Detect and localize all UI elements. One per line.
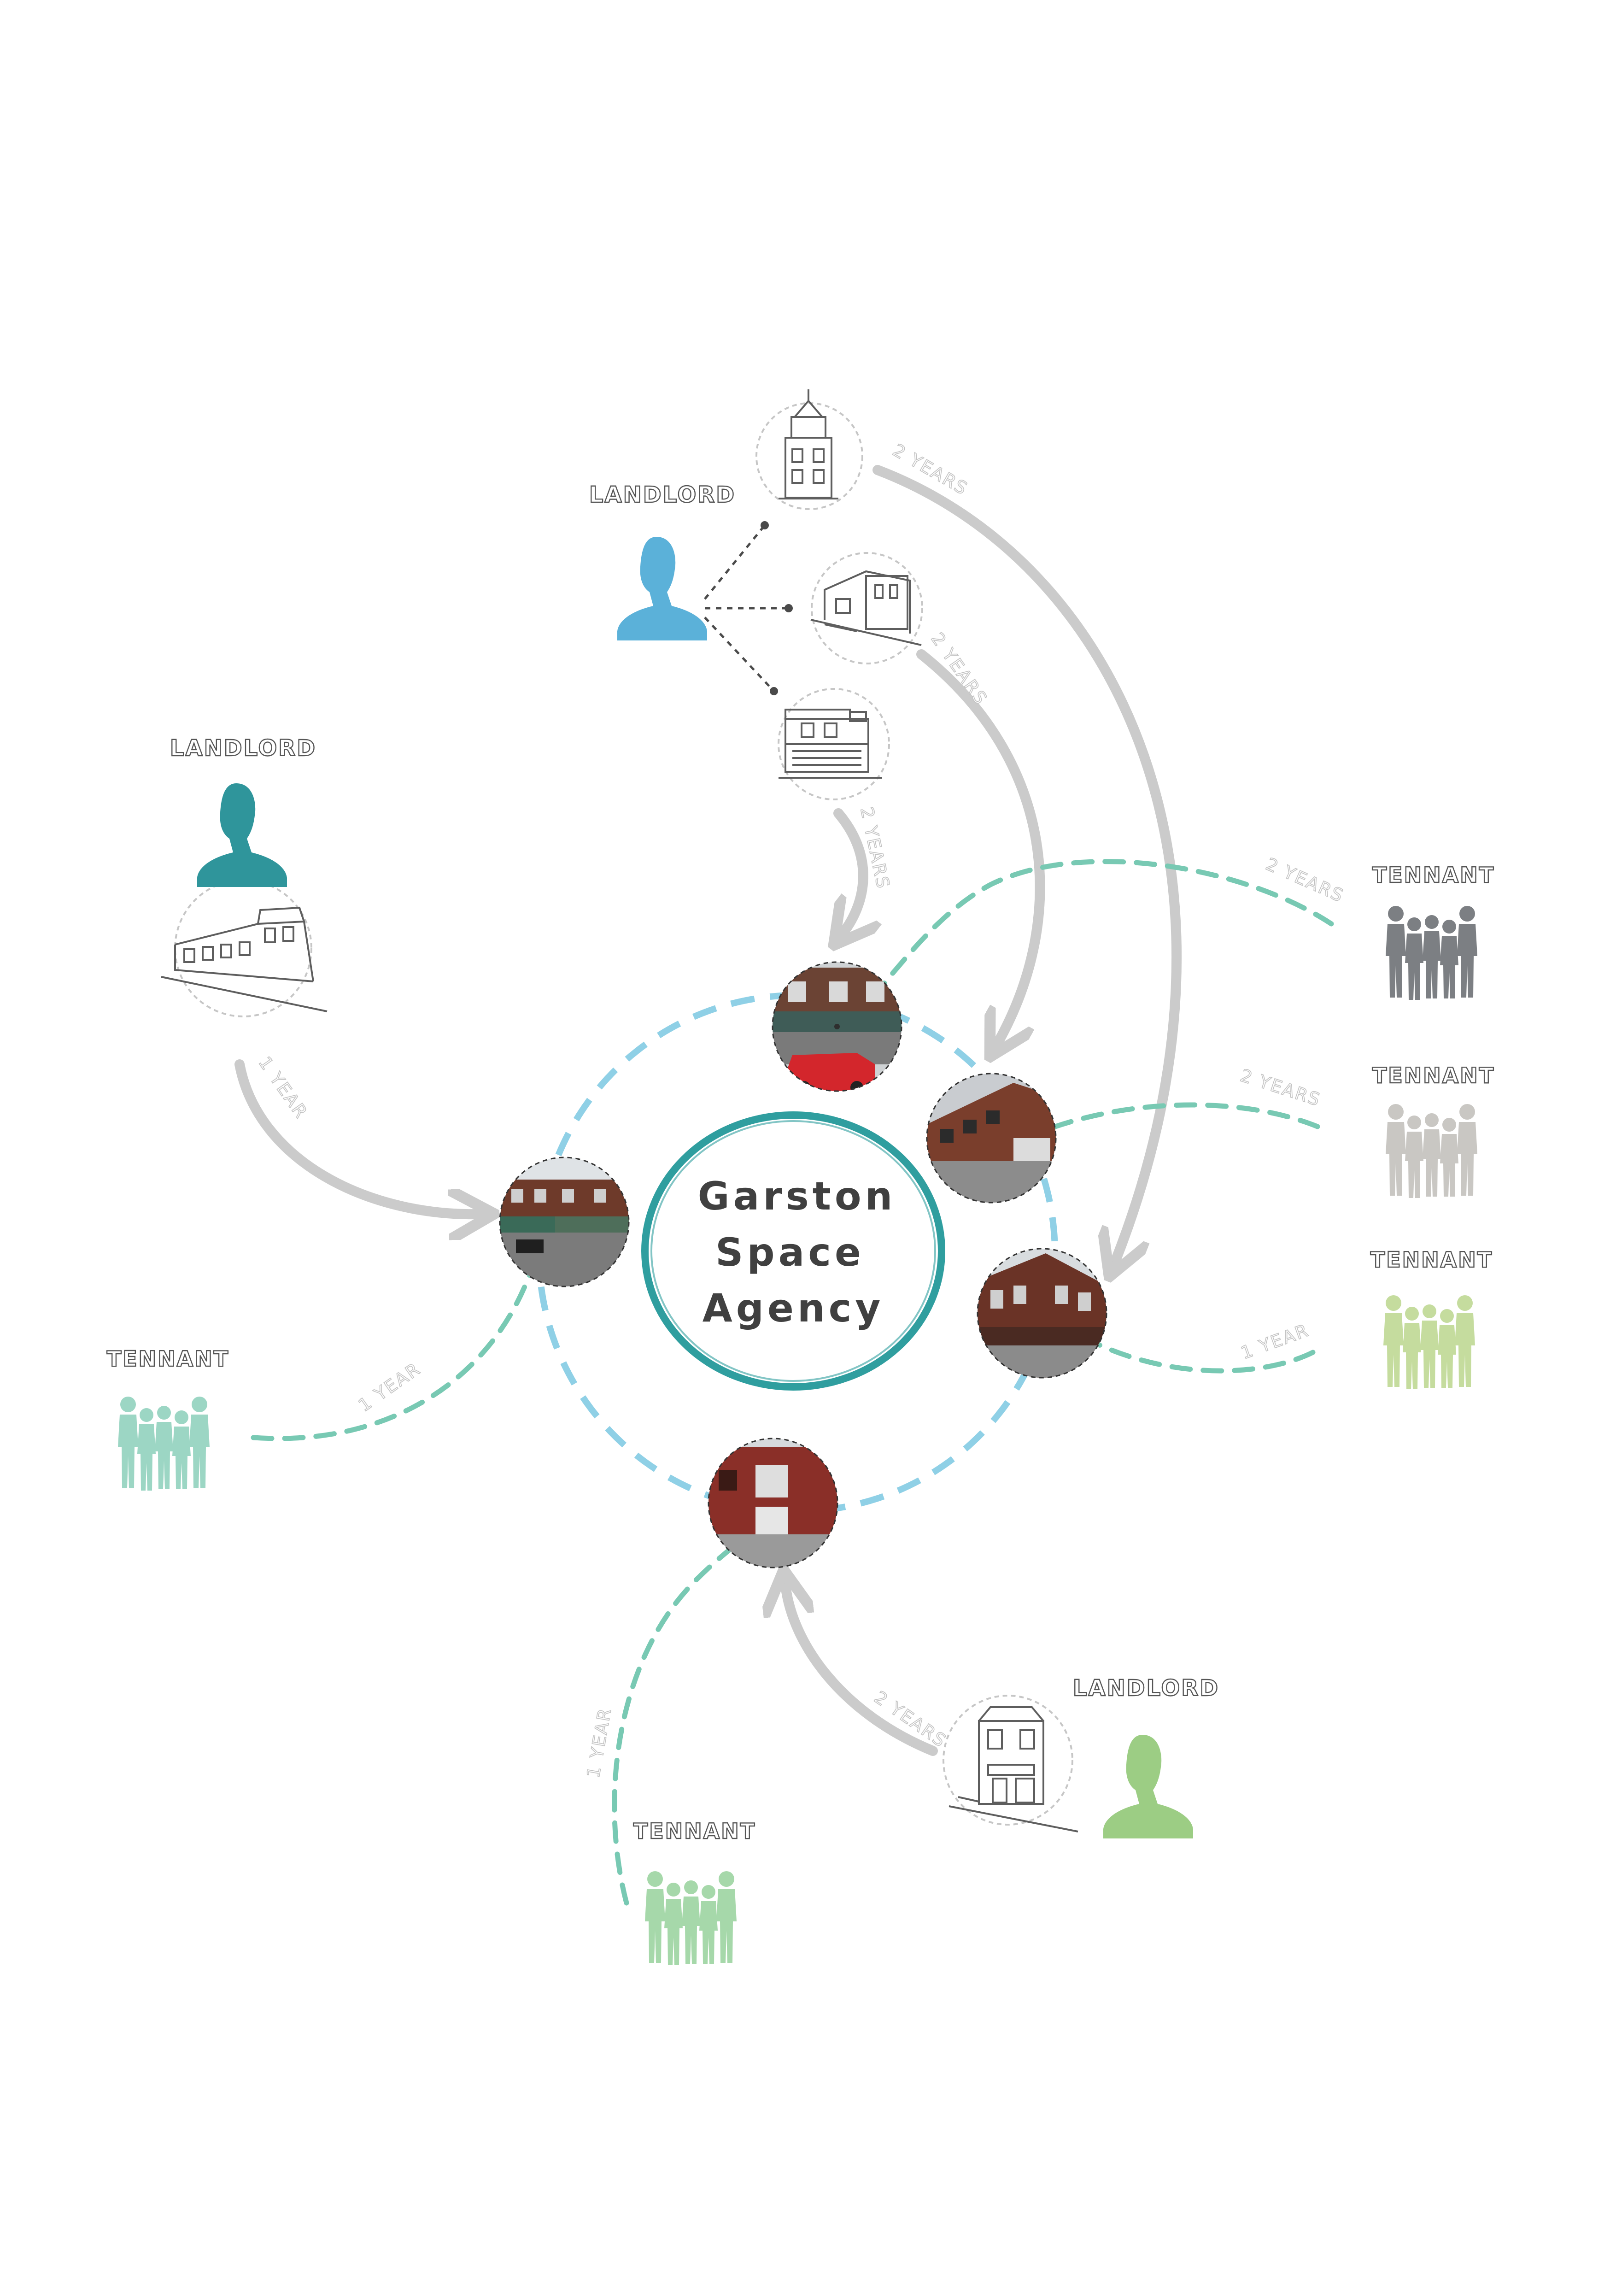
group-silhouette-icon bbox=[645, 1871, 737, 1965]
arrow-top-building-to-corner-property bbox=[872, 465, 1182, 1263]
flow-mint-tenants bbox=[251, 1235, 546, 1441]
tenant-label: TENNANT bbox=[1372, 1063, 1495, 1088]
building-sketch-icon bbox=[779, 709, 882, 779]
agency-title-line-1: Garston bbox=[698, 1174, 896, 1219]
group-silhouette-icon bbox=[1386, 1104, 1477, 1198]
tenant-group-light-grey: TENNANT bbox=[1372, 1063, 1495, 1198]
agency-title-ring bbox=[641, 1111, 945, 1391]
landlord-link-dots bbox=[761, 521, 793, 695]
arrow-left-building-to-terrace-property bbox=[234, 1059, 479, 1214]
tenant-label: TENNANT bbox=[107, 1346, 229, 1371]
group-silhouette-icon bbox=[1386, 906, 1477, 1000]
landlord-label: LANDLORD bbox=[170, 735, 316, 761]
person-silhouette-icon bbox=[197, 783, 287, 887]
tenant-group-lime: TENNANT bbox=[1370, 1247, 1493, 1389]
duration-labels: 2 YEARS 2 YEARS 2 YEARS 1 YEAR 2 YEARS 2… bbox=[254, 440, 1348, 1779]
building-sketch-middle bbox=[810, 552, 923, 664]
building-sketch-icon bbox=[161, 906, 328, 1012]
landlord-links bbox=[704, 524, 785, 692]
property-photo-house bbox=[708, 1438, 838, 1568]
property-photo-terrace bbox=[499, 1157, 630, 1287]
landlord-label: LANDLORD bbox=[1073, 1675, 1219, 1701]
group-silhouette-icon bbox=[118, 1397, 210, 1491]
duration-green-tenants: 1 YEAR bbox=[583, 1706, 615, 1779]
duration-dark-grey-tenants: 2 YEARS bbox=[1263, 854, 1347, 906]
person-silhouette-icon bbox=[617, 537, 707, 640]
duration-light-grey-tenants: 2 YEARS bbox=[1238, 1065, 1323, 1110]
agency-title: Garston Space Agency bbox=[698, 1174, 896, 1331]
arrow-mid-building-to-street-property bbox=[916, 649, 1045, 1044]
flow-green-tenants bbox=[612, 1530, 755, 1906]
group-silhouette-icon bbox=[1383, 1295, 1475, 1389]
agency-title-line-3: Agency bbox=[703, 1286, 884, 1331]
agency-title-line-2: Space bbox=[715, 1230, 865, 1275]
landlord-arrows bbox=[234, 465, 1182, 1756]
building-sketch-icon bbox=[949, 1706, 1078, 1832]
tenant-label: TENNANT bbox=[1372, 863, 1495, 887]
tenant-group-mint: TENNANT bbox=[106, 1346, 229, 1491]
arrow-cafe-building-to-house-property bbox=[785, 1585, 938, 1756]
tenant-group-green: TENNANT bbox=[633, 1818, 756, 1965]
building-sketch-cafe bbox=[943, 1695, 1078, 1832]
landlord-label: LANDLORD bbox=[589, 482, 736, 508]
tenant-group-dark-grey: TENNANT bbox=[1372, 862, 1495, 1000]
landlord-top: LANDLORD bbox=[589, 482, 736, 640]
flow-dark-grey-tenants bbox=[857, 859, 1334, 1014]
building-sketch-left bbox=[161, 879, 328, 1017]
property-photo-street bbox=[926, 1073, 1057, 1204]
property-photo-shop bbox=[772, 961, 902, 1092]
building-sketch-icon bbox=[810, 570, 922, 646]
flow-lime-tenants bbox=[1073, 1332, 1316, 1374]
tenant-label: TENNANT bbox=[1370, 1247, 1493, 1272]
landlord-bottom: LANDLORD bbox=[1072, 1675, 1219, 1838]
building-sketch-lower bbox=[778, 688, 890, 800]
person-silhouette-icon bbox=[1103, 1735, 1193, 1838]
building-sketch-top bbox=[755, 389, 863, 510]
flow-light-grey-tenants bbox=[1036, 1102, 1320, 1133]
building-sketch-icon bbox=[779, 389, 838, 499]
arrow-lower-building-to-shop-property bbox=[838, 808, 863, 933]
landlord-left: LANDLORD bbox=[170, 735, 316, 887]
property-photo-corner bbox=[977, 1248, 1107, 1379]
tenant-label: TENNANT bbox=[633, 1819, 756, 1844]
